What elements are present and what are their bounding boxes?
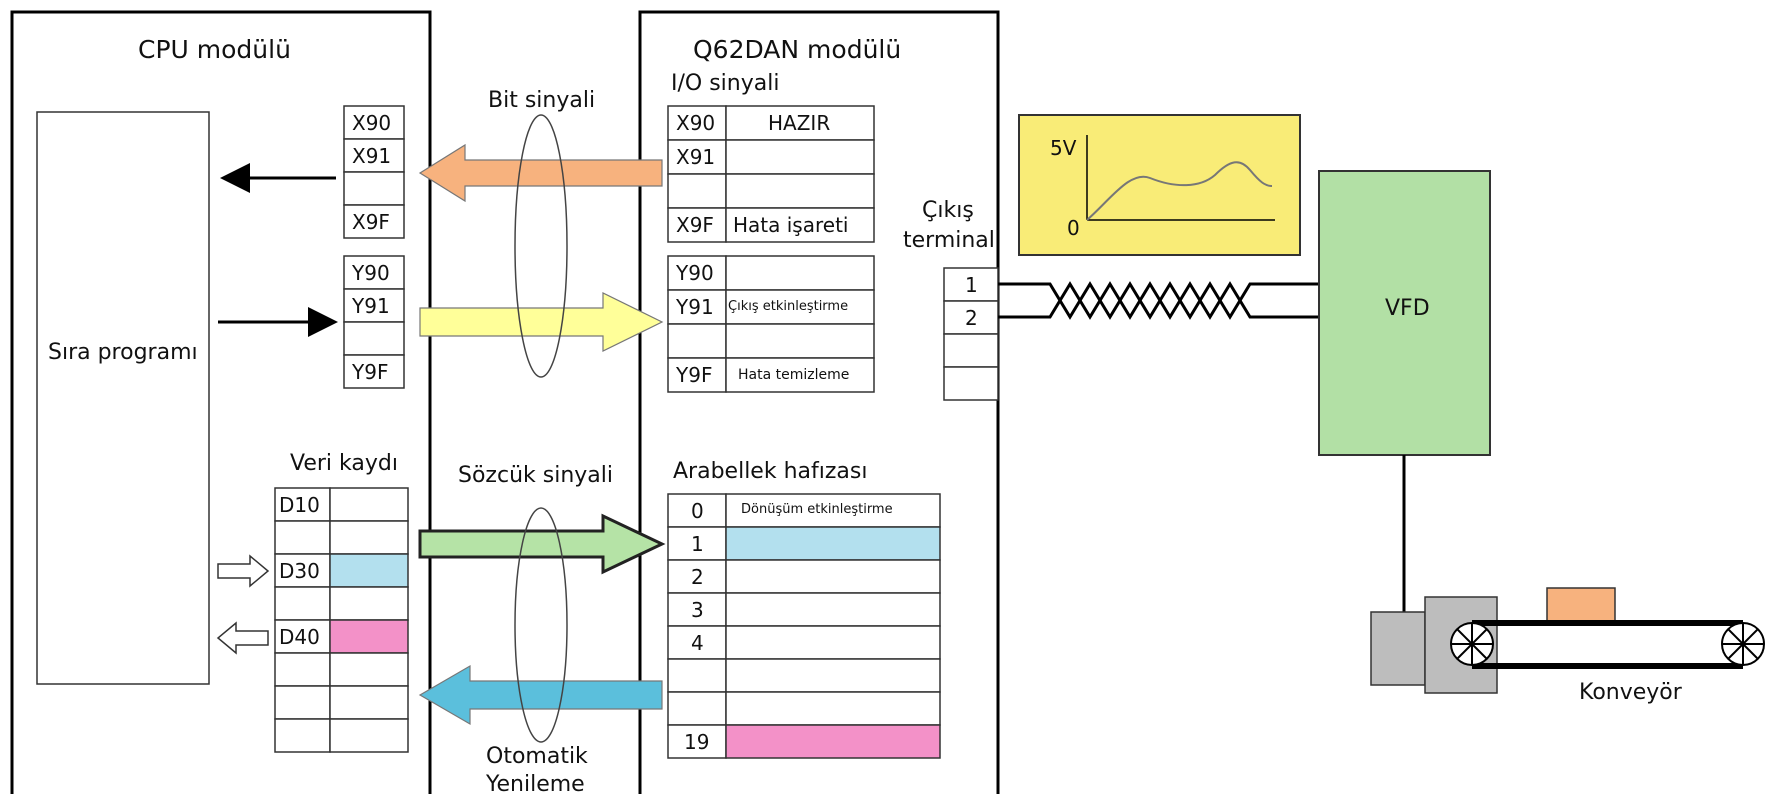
arrow-into-d30 — [217, 554, 270, 588]
module-y-addr-0: Y90 — [676, 261, 714, 285]
cpu-x-register-table — [343, 105, 405, 239]
buffer-memory-label: Arabellek hafızası — [673, 459, 868, 484]
word-signal-label: Sözcük sinyali — [458, 463, 613, 488]
cpu-module-frame — [10, 10, 432, 794]
module-x-addr-3: X9F — [676, 213, 714, 237]
graph-y-top-label: 5V — [1050, 136, 1077, 160]
cpu-d-reg-2: D30 — [279, 559, 320, 583]
cpu-x-reg-3: X9F — [352, 210, 390, 234]
yellow-bit-arrow — [419, 292, 664, 352]
cpu-y-register-table — [343, 255, 405, 389]
module-x-addr-1: X91 — [676, 145, 716, 169]
module-x-desc-0: HAZIR — [768, 111, 831, 135]
buffer-addr-7: 19 — [684, 730, 710, 754]
terminal-0: 1 — [965, 273, 978, 297]
conveyor-right-pulley — [1721, 622, 1765, 666]
cpu-x-reg-0: X90 — [352, 111, 392, 135]
conveyor-label: Konveyör — [1579, 680, 1682, 705]
cpu-y-reg-1: Y91 — [352, 294, 390, 318]
module-x-addr-0: X90 — [676, 111, 716, 135]
cpu-d-reg-4: D40 — [279, 625, 320, 649]
bit-signal-label: Bit sinyali — [488, 88, 596, 113]
module-y-desc-3: Hata temizleme — [738, 367, 850, 383]
sequence-program-label: Sıra programı — [48, 340, 198, 365]
module-y-addr-1: Y91 — [676, 295, 714, 319]
output-terminal-block — [943, 267, 999, 401]
cpu-d-register-table — [274, 487, 409, 753]
vfd-label: VFD — [1385, 296, 1430, 321]
io-signal-label: I/O sinyali — [671, 71, 780, 96]
q62dan-module-frame — [638, 10, 1000, 794]
graph-y-zero-label: 0 — [1067, 216, 1080, 240]
buffer-desc-0: Dönüşüm etkinleştirme — [741, 502, 893, 517]
cpu-y-reg-0: Y90 — [352, 261, 390, 285]
green-word-arrow — [418, 513, 666, 575]
module-y-desc-1: Çıkış etkinleştirme — [728, 299, 849, 314]
auto-refresh-label-line2: Yenileme — [486, 772, 585, 797]
buffer-addr-4: 4 — [691, 631, 704, 655]
conveyor-left-pulley — [1450, 622, 1494, 666]
word-signal-ellipse — [514, 507, 568, 743]
module-y-addr-3: Y9F — [676, 363, 713, 387]
cpu-x-reg-1: X91 — [352, 144, 392, 168]
graph-signal-curve — [1086, 161, 1273, 221]
module-x-io-table — [667, 105, 875, 243]
blue-refresh-arrow — [418, 664, 663, 726]
output-terminal-label-line2: terminal — [903, 228, 995, 253]
bit-signal-ellipse — [514, 114, 568, 378]
arrow-out-of-d40 — [216, 621, 269, 655]
buffer-addr-1: 1 — [691, 532, 704, 556]
buffer-addr-0: 0 — [691, 499, 704, 523]
output-terminal-label-line1: Çıkış — [922, 198, 974, 223]
cpu-module-title: CPU modülü — [138, 35, 291, 64]
q62dan-module-title: Q62DAN modülü — [693, 35, 902, 64]
twisted-pair-cable — [998, 281, 1320, 320]
cpu-d-reg-0: D10 — [279, 493, 320, 517]
terminal-1: 2 — [965, 306, 978, 330]
sequence-program-box — [36, 111, 210, 685]
motor-body — [1370, 611, 1426, 686]
auto-refresh-label-line1: Otomatik — [486, 744, 588, 769]
analog-output-graph — [1018, 114, 1301, 256]
orange-bit-arrow — [418, 143, 663, 203]
data-register-label: Veri kaydı — [290, 451, 398, 476]
module-y-io-table — [667, 255, 875, 393]
buffer-addr-3: 3 — [691, 598, 704, 622]
cpu-y-reg-3: Y9F — [352, 360, 389, 384]
buffer-memory-table — [667, 493, 941, 759]
vfd-box — [1318, 170, 1491, 456]
conveyor-load-box — [1546, 587, 1616, 624]
buffer-addr-2: 2 — [691, 565, 704, 589]
module-x-desc-3: Hata işareti — [733, 213, 849, 237]
